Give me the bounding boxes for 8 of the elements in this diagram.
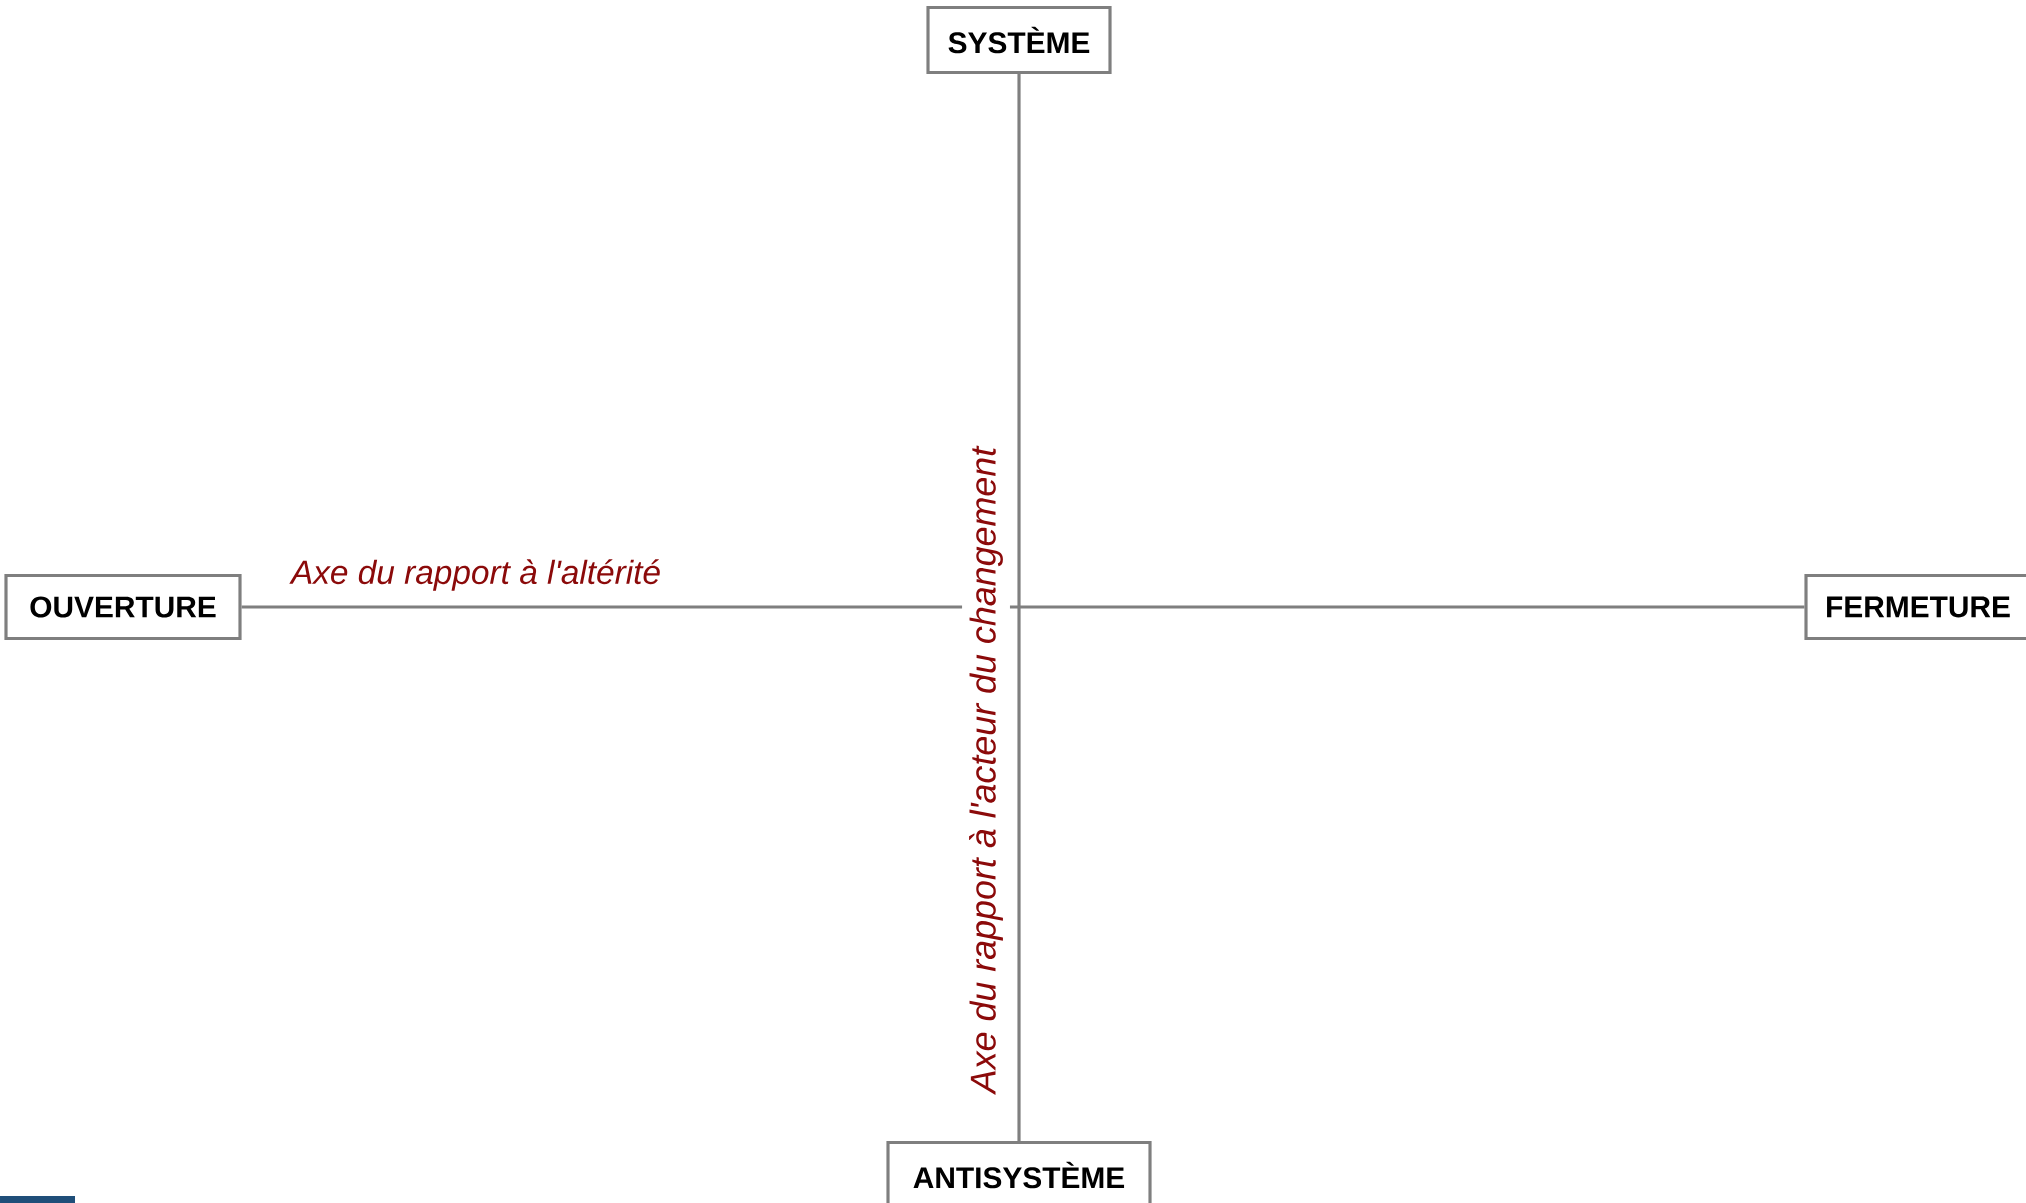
axis-line [241,605,1805,609]
label-box: FERMETURE [1804,573,2026,641]
axis-line [1017,74,1021,1141]
edge-label: Axe du rapport à l'acteur du changement [962,439,1010,1101]
label-box: ANTISYSTÈME [886,1140,1152,1203]
label-box: SYSTÈME [926,5,1112,75]
label-box: OUVERTURE [4,573,242,641]
edge-label: Axe du rapport à l'altérité [283,552,669,598]
